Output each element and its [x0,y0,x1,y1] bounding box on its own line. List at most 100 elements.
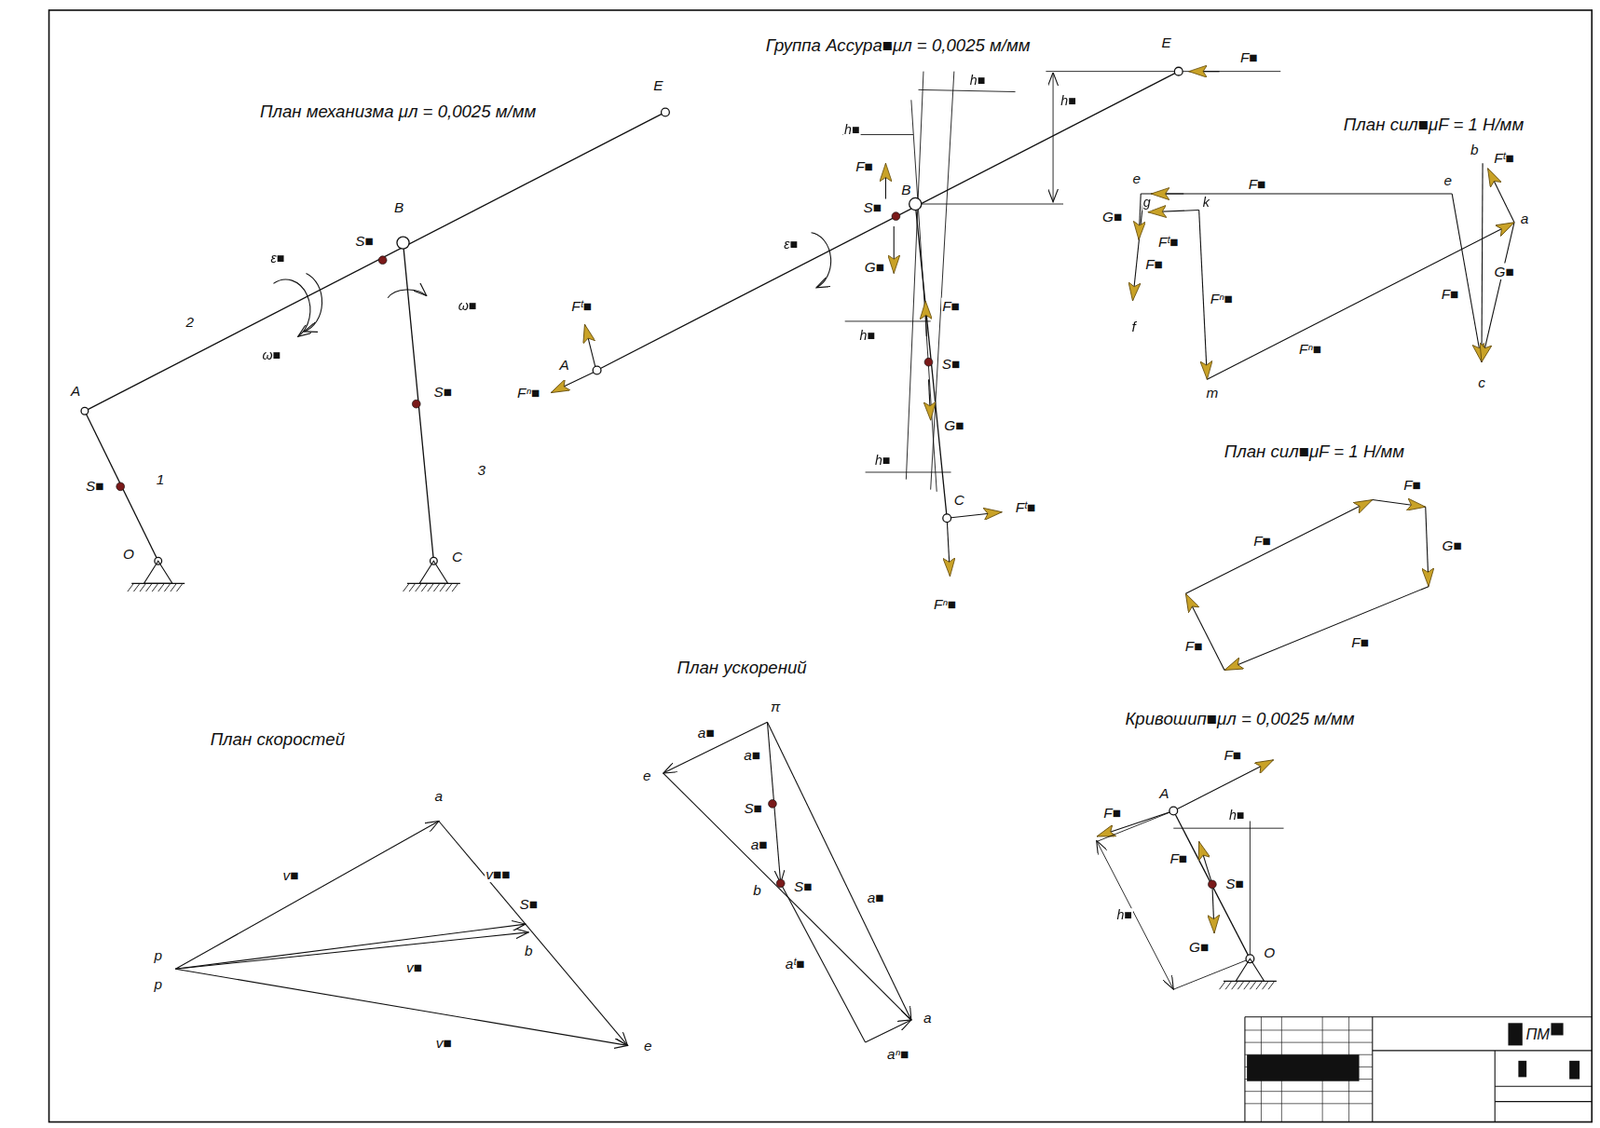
force-vector [1224,587,1429,671]
label: b [523,943,534,960]
label: π [769,698,781,716]
ground-hatch [146,583,153,592]
label: O [1262,944,1276,962]
ground-triangle [1235,958,1265,982]
label: F■ [941,298,961,315]
label: v■ [405,958,424,976]
force-vector [1451,193,1482,363]
label: h■ [858,328,876,344]
force-vector [550,371,596,394]
ground-hatch [1237,981,1245,990]
label: A [558,356,570,374]
ground-hatch [133,583,140,592]
rotation-arrow [303,273,322,331]
force-vector [1372,500,1426,508]
label: Fᵗ■ [1157,233,1180,251]
joint [396,236,410,249]
ground-hatch [1225,981,1232,990]
label: S■ [432,383,453,401]
label: F■ [1350,634,1370,652]
ground-hatch [446,583,453,592]
joint [81,407,89,415]
label: F■ [1252,533,1272,550]
drawing-line [1481,163,1483,363]
ground-triangle [143,560,173,584]
label: S■ [793,878,814,896]
force-vector [1488,168,1515,223]
label: S■ [1224,875,1245,892]
mass-centre [768,800,778,809]
label: b [752,882,763,900]
force-vector [1199,841,1213,885]
mass-centre [891,212,901,221]
ground-hatch [433,583,440,592]
ground-hatch [427,583,435,592]
drawing-line [84,111,666,411]
ground-hatch [1244,981,1251,990]
label: Fⁿ■ [516,384,541,402]
label: C [451,548,464,566]
ground-hatch [421,583,428,592]
drawing-line [1494,1101,1592,1103]
view-title: План скоростей [209,729,347,750]
label: F■ [1247,175,1268,192]
ground-hatch [409,583,416,592]
force-vector [584,324,596,370]
force-vector [1425,506,1429,587]
label: p [152,976,164,994]
drawing-line [175,969,628,1046]
label: B [900,181,912,199]
mass-centre [924,357,933,367]
drawing-line [1244,1042,1373,1044]
label: F■ [1440,286,1461,303]
label: aᵗ■ [784,956,807,973]
ground-hatch [1256,981,1263,990]
label: f [1130,318,1136,336]
label: a [1519,210,1531,228]
label: S■ [518,895,539,913]
ground-hatch [1219,981,1227,990]
label: F■ [1402,476,1423,493]
drawing-line [1045,70,1281,72]
drawing-line [663,722,768,774]
view-title: План сил■μF = 1 Н/мм [1342,115,1525,136]
mass-centre [378,256,387,265]
label: h■ [969,73,987,89]
title-block-fill [1569,1061,1580,1081]
drawing-line [1140,193,1452,195]
drawing-line [918,89,1016,92]
label: Fⁿ■ [1298,341,1323,358]
label: S■ [941,355,962,373]
ground-hatch [1249,981,1257,990]
label: G■ [1441,537,1464,555]
force-vector [1212,884,1215,934]
label: G■ [943,417,965,435]
label: g [1142,195,1152,211]
label: ПМ [1524,1025,1551,1044]
rotation-arrow [811,232,832,288]
label: S■ [84,477,106,494]
drawing-line [1173,958,1250,990]
label: m [1204,384,1219,402]
view-title: Кривошип■μл = 0,0025 м/мм [1123,709,1355,729]
label: e [642,766,653,784]
ground-support [127,560,1277,990]
label: F■ [1168,850,1189,868]
sheet-frame [49,10,1593,1123]
label: Fⁿ■ [1209,290,1234,308]
view-title: Группа Ассура■μл = 0,0025 м/мм [765,36,1032,56]
label: a■ [742,747,762,765]
label: G■ [863,259,886,276]
force-vector [885,163,887,199]
view-title: План механизма μл = 0,0025 м/мм [259,102,538,123]
title-block-fill [1507,1023,1522,1046]
label: ω■ [260,348,282,364]
title-block-fill [1550,1023,1563,1036]
ground-hatch [170,583,178,592]
ground-hatch [1268,981,1275,990]
label: Fᵗ■ [570,298,593,315]
drawing-line [1096,841,1174,990]
label: G■ [1188,938,1210,956]
mass-centre [411,399,421,409]
label: F■ [1102,805,1122,822]
